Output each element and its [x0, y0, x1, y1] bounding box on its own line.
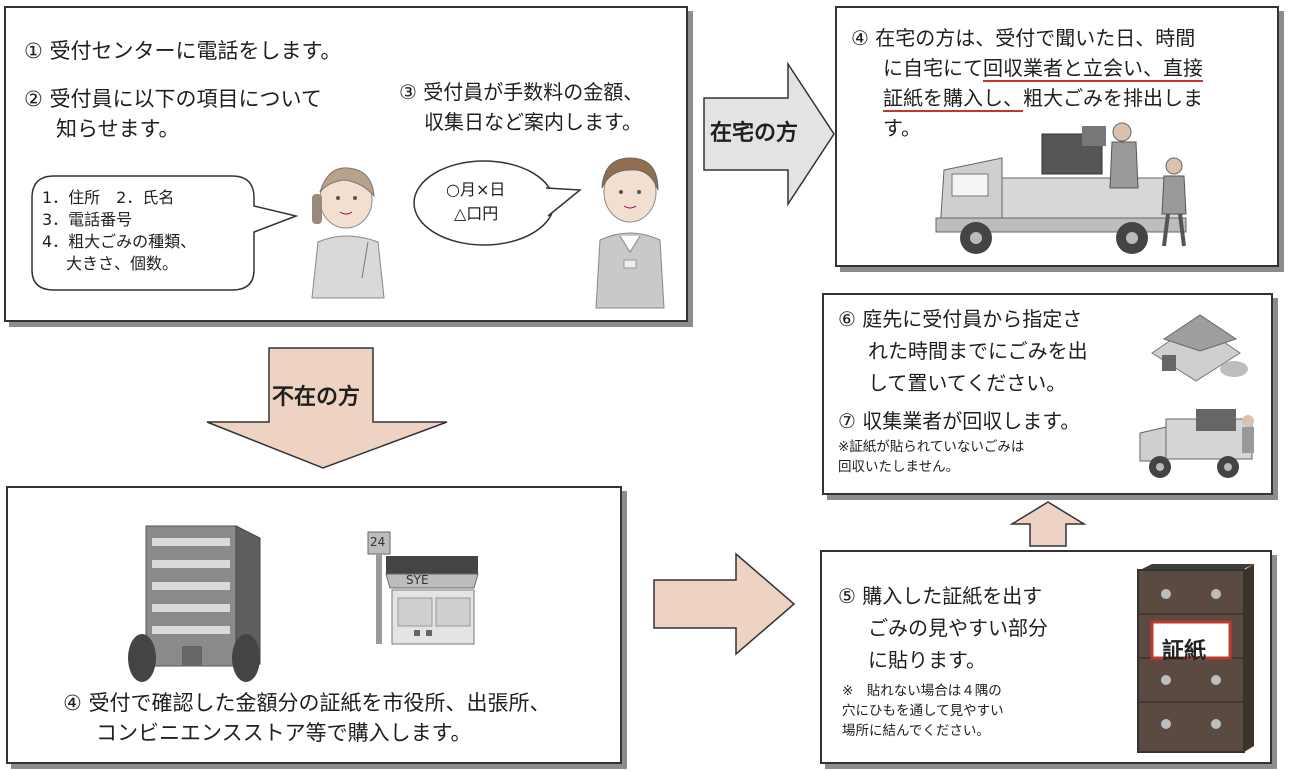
home-line3-underlined: 証紙を購入し、 [883, 86, 1023, 112]
purchase-box: 24 SYE ④ 受付で確認した金額分の証紙を市役所、出張所、 コンビニエンスス… [6, 486, 622, 764]
caller-bubble-line1: 1．住所 2．氏名 [42, 188, 175, 207]
caller-bubble-line3: 4．粗大ごみの種類、 [42, 232, 197, 251]
home-arrow [703, 61, 835, 207]
sticker-box: ⑤ 購入した証紙を出す ごみの見やすい部分 に貼ります。 ※ 貼れない場合は４隅… [820, 550, 1272, 764]
operator-person-icon [595, 157, 665, 309]
step6-line2: れた時間までにごみを出 [868, 339, 1088, 363]
absent-arrow-label: 不在の方 [272, 385, 361, 410]
convenience-store-icon [367, 531, 479, 645]
step6-line3: して置いてください。 [868, 371, 1067, 395]
home-line4: す。 [883, 116, 921, 140]
caller-person-icon [311, 167, 385, 299]
home-line2-a: に自宅にて [883, 56, 983, 80]
sticker-label: 証紙 [1162, 639, 1207, 664]
purchase-line1: ④ 受付で確認した金額分の証紙を市役所、出張所、 [63, 691, 551, 715]
home-line2: に自宅にて回収業者と立会い、直接 [883, 56, 1203, 82]
step5-line1: ⑤ 購入した証紙を出す [838, 584, 1043, 608]
collection-truck-icon [1139, 409, 1254, 478]
home-box: ④ 在宅の方は、受付で聞いた日、時間 に自宅にて回収業者と立会い、直接 証紙を購… [835, 6, 1279, 267]
sticker-note-line1: ※ 貼れない場合は４隅の [842, 683, 1002, 699]
truck-icon [935, 122, 1187, 254]
sticker-note-line3: 場所に結んでください。 [842, 723, 990, 739]
pickup-box: ⑥ 庭先に受付員から指定さ れた時間までにごみを出 して置いてください。 ⑦ 収… [822, 293, 1273, 495]
store-sign-text: 24 [370, 535, 386, 549]
up-arrow [1009, 501, 1087, 547]
call-box: ① 受付センターに電話をします。 ② 受付員に以下の項目について 知らせます。 … [4, 6, 688, 322]
pickup-note-line2: 回収いたしません。 [838, 459, 960, 475]
home-line1: ④ 在宅の方は、受付で聞いた日、時間 [851, 26, 1196, 50]
operator-bubble-line2: △口円 [454, 204, 499, 223]
step1-text: ① 受付センターに電話をします。 [24, 39, 342, 63]
house-icon [1151, 314, 1248, 382]
operator-speech-bubble [413, 160, 582, 246]
step2-line2: 知らせます。 [56, 117, 180, 141]
absent-arrow [206, 347, 448, 469]
operator-bubble-line1: ○月×日 [446, 180, 506, 199]
home-line3-b: 粗大ごみを排出しま [1023, 86, 1203, 110]
store-name-text: SYE [406, 573, 429, 587]
step5-line2: ごみの見やすい部分 [868, 616, 1048, 640]
pickup-note-line1: ※証紙が貼られていないごみは [838, 439, 1025, 455]
home-line2-underlined: 回収業者と立会い、直接 [983, 56, 1203, 82]
caller-speech-bubble [31, 175, 299, 291]
step6-line1: ⑥ 庭先に受付員から指定さ [838, 307, 1083, 331]
step3-line1: ③ 受付員が手数料の金額、 [399, 80, 644, 104]
home-arrow-label: 在宅の方 [710, 121, 799, 146]
step7-text: ⑦ 収集業者が回収します。 [838, 409, 1081, 433]
cabinet-icon [1137, 564, 1254, 753]
caller-bubble-line2: 3．電話番号 [42, 210, 133, 229]
sticker-note-line2: 穴にひもを通して見やすい [842, 703, 1004, 719]
city-hall-building-icon [128, 525, 261, 682]
step5-line3: に貼ります。 [868, 648, 986, 672]
step3-line2: 収集日など案内します。 [424, 110, 642, 134]
caller-bubble-line4: 大きさ、個数。 [66, 254, 179, 273]
purchase-to-sticker-arrow [653, 552, 796, 656]
step2-line1: ② 受付員に以下の項目について [24, 87, 322, 111]
purchase-line2: コンビニエンスストア等で購入します。 [96, 721, 472, 745]
home-line3: 証紙を購入し、粗大ごみを排出しま [883, 86, 1203, 112]
